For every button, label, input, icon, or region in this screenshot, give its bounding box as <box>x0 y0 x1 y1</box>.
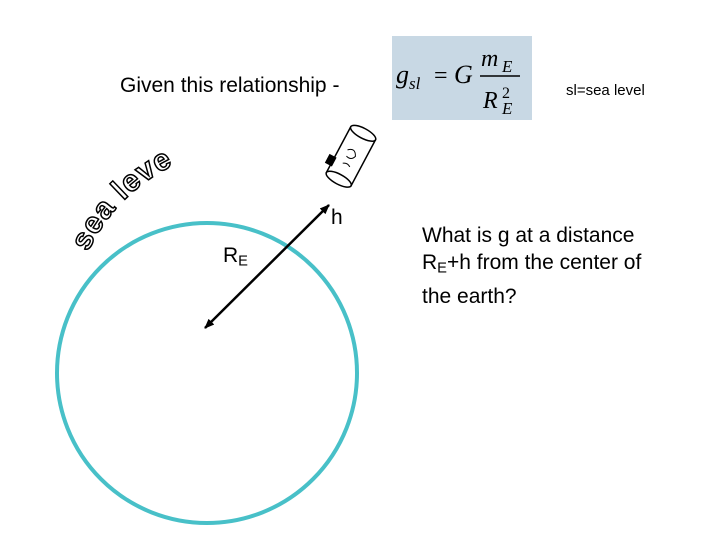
formula-g-sub: sl <box>409 74 421 93</box>
question-text: What is g at a distance RE+h from the ce… <box>422 222 712 310</box>
formula-m: m <box>481 46 498 72</box>
formula-G: G <box>454 60 473 89</box>
formula-equals: = <box>434 63 448 89</box>
sea-level-note: sl=sea level <box>566 82 645 99</box>
question-line2: +h from the center of <box>446 251 642 274</box>
earth-radius-label: RE <box>223 244 248 270</box>
question-r-sub: E <box>437 260 447 277</box>
radius-arrow <box>204 204 330 329</box>
formula-R: R <box>482 88 498 114</box>
formula-box: g sl = G m E R 2 E <box>392 36 532 120</box>
object-icon <box>324 124 377 188</box>
question-line1: What is g at a distance <box>422 224 635 247</box>
gravity-formula: g sl = G m E R 2 E <box>396 46 520 118</box>
formula-g: g <box>396 60 409 89</box>
question-r: R <box>422 251 438 274</box>
sea-level-label: sea level <box>0 0 177 255</box>
formula-R-sup: 2 <box>502 85 510 102</box>
radius-label-sub: E <box>238 253 248 270</box>
earth-circle <box>55 221 359 525</box>
intro-text: Given this relationship - <box>120 74 340 97</box>
question-line3: the earth? <box>422 284 517 308</box>
radius-label-main: R <box>223 244 239 267</box>
formula-R-sub: E <box>501 99 513 118</box>
formula-m-sub: E <box>501 57 513 76</box>
height-label: h <box>331 206 343 229</box>
